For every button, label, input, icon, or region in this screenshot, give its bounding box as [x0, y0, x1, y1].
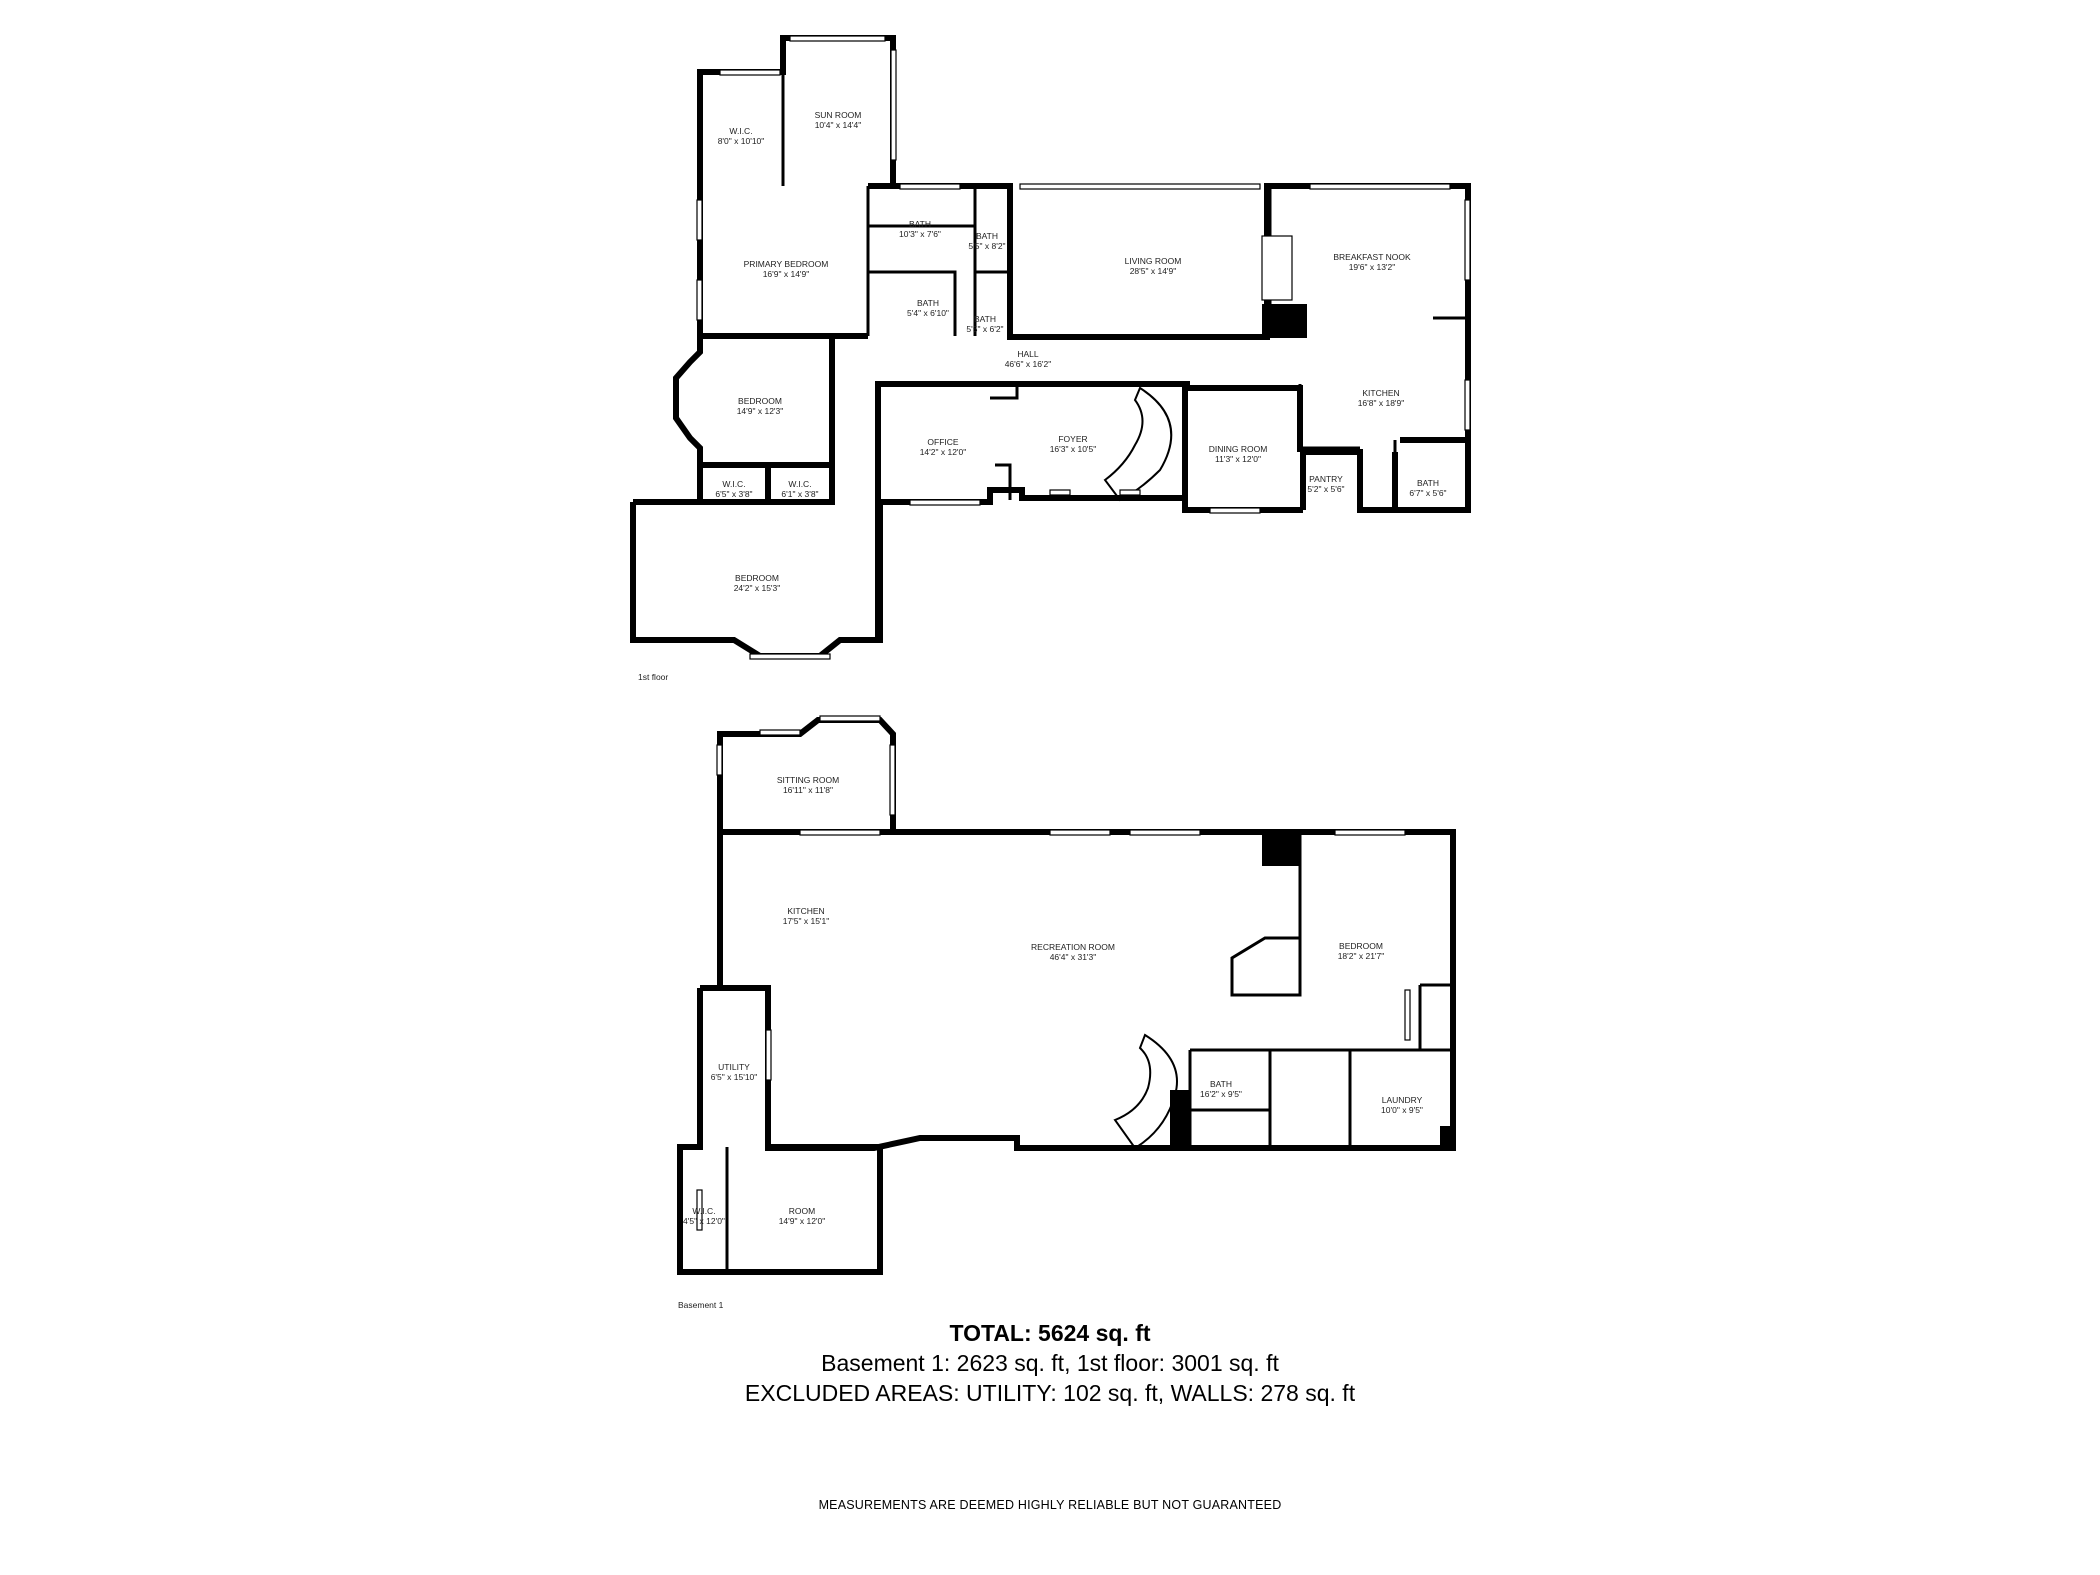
room-name-recreation-room: RECREATION ROOM	[1031, 942, 1115, 952]
room-dims-bath-2: 5'5" x 8'2"	[968, 241, 1005, 251]
room-name-bath-b: BATH	[1210, 1079, 1232, 1089]
first-floor-plan	[630, 35, 1471, 660]
room-dims-bedroom-b: 18'2" x 21'7"	[1338, 951, 1385, 961]
room-name-wic-b2: W.I.C.	[692, 1206, 715, 1216]
room-name-bedroom-2: BEDROOM	[735, 573, 779, 583]
room-name-wic-b: W.I.C.	[788, 479, 811, 489]
room-name-office: OFFICE	[927, 437, 958, 447]
room-name-kitchen-b: KITCHEN	[787, 906, 824, 916]
room-name-bath-3: BATH	[917, 298, 939, 308]
room-dims-bath-4: 5'5" x 6'2"	[966, 324, 1003, 334]
floor-label-basement: Basement 1	[678, 1300, 724, 1310]
room-dims-foyer: 16'3" x 10'5"	[1050, 444, 1097, 454]
room-dims-bath-5: 6'7" x 5'6"	[1409, 488, 1446, 498]
room-name-primary-bedroom: PRIMARY BEDROOM	[744, 259, 829, 269]
total-area: TOTAL: 5624 sq. ft	[949, 1320, 1151, 1346]
room-name-bath-5: BATH	[1417, 478, 1439, 488]
measurement-disclaimer: MEASUREMENTS ARE DEEMED HIGHLY RELIABLE …	[818, 1498, 1282, 1512]
floor-label-first: 1st floor	[638, 672, 668, 682]
room-name-hall: HALL	[1017, 349, 1039, 359]
room-dims-kitchen: 16'8" x 18'9"	[1358, 398, 1405, 408]
room-name-bath-4: BATH	[974, 314, 996, 324]
basement-plan	[677, 715, 1456, 1275]
room-dims-utility: 6'5" x 15'10"	[711, 1072, 758, 1082]
room-name-living-room: LIVING ROOM	[1125, 256, 1182, 266]
room-name-kitchen: KITCHEN	[1362, 388, 1399, 398]
room-name-pantry: PANTRY	[1309, 474, 1343, 484]
room-name-bedroom-1: BEDROOM	[738, 396, 782, 406]
room-dims-wic-a: 6'5" x 3'8"	[715, 489, 752, 499]
room-name-laundry: LAUNDRY	[1382, 1095, 1423, 1105]
room-name-sitting-room: SITTING ROOM	[777, 775, 839, 785]
room-name-dining-room: DINING ROOM	[1209, 444, 1268, 454]
room-name-wic-a: W.I.C.	[722, 479, 745, 489]
room-name-wic-top: W.I.C.	[729, 126, 752, 136]
room-dims-wic-top: 8'0" x 10'10"	[718, 136, 765, 146]
area-summary: TOTAL: 5624 sq. ft Basement 1: 2623 sq. …	[0, 1318, 2100, 1408]
first-floor-room-labels: W.I.C. 8'0" x 10'10" SUN ROOM 10'4" x 14…	[638, 110, 1447, 682]
room-dims-bath-3: 5'4" x 6'10"	[907, 308, 949, 318]
room-dims-breakfast-nook: 19'6" x 13'2"	[1349, 262, 1396, 272]
room-dims-laundry: 10'0" x 9'5"	[1381, 1105, 1423, 1115]
room-dims-bath-b: 16'2" x 9'5"	[1200, 1089, 1242, 1099]
floor-area-breakdown: Basement 1: 2623 sq. ft, 1st floor: 3001…	[821, 1350, 1279, 1376]
room-dims-bath-1: 10'3" x 7'6"	[899, 229, 941, 239]
room-dims-sitting-room: 16'11" x 11'8"	[783, 785, 833, 795]
room-dims-office: 14'2" x 12'0"	[920, 447, 967, 457]
room-dims-bedroom-1: 14'9" x 12'3"	[737, 406, 784, 416]
room-dims-kitchen-b: 17'5" x 15'1"	[783, 916, 830, 926]
room-dims-dining-room: 11'3" x 12'0"	[1215, 454, 1261, 464]
room-dims-bedroom-2: 24'2" x 15'3"	[734, 583, 781, 593]
room-name-bath-2: BATH	[976, 231, 998, 241]
room-name-foyer: FOYER	[1058, 434, 1087, 444]
room-name-breakfast-nook: BREAKFAST NOOK	[1333, 252, 1411, 262]
room-dims-primary-bedroom: 16'9" x 14'9"	[763, 269, 810, 279]
room-dims-living-room: 28'5" x 14'9"	[1130, 266, 1177, 276]
basement-room-labels: SITTING ROOM 16'11" x 11'8" KITCHEN 17'5…	[678, 775, 1423, 1310]
room-dims-pantry: 5'2" x 5'6"	[1307, 484, 1344, 494]
room-dims-hall: 46'6" x 16'2"	[1005, 359, 1052, 369]
room-name-bath-1: BATH	[909, 219, 931, 229]
room-dims-room-b: 14'9" x 12'0"	[779, 1216, 826, 1226]
excluded-areas: EXCLUDED AREAS: UTILITY: 102 sq. ft, WAL…	[744, 1380, 1356, 1406]
room-name-utility: UTILITY	[718, 1062, 750, 1072]
room-dims-wic-b2: 4'5" x 12'0"	[683, 1216, 725, 1226]
room-dims-recreation-room: 46'4" x 31'3"	[1050, 952, 1097, 962]
room-dims-wic-b: 6'1" x 3'8"	[781, 489, 818, 499]
room-dims-sun-room: 10'4" x 14'4"	[815, 120, 862, 130]
room-name-bedroom-b: BEDROOM	[1339, 941, 1383, 951]
room-name-room-b: ROOM	[789, 1206, 815, 1216]
room-name-sun-room: SUN ROOM	[815, 110, 862, 120]
